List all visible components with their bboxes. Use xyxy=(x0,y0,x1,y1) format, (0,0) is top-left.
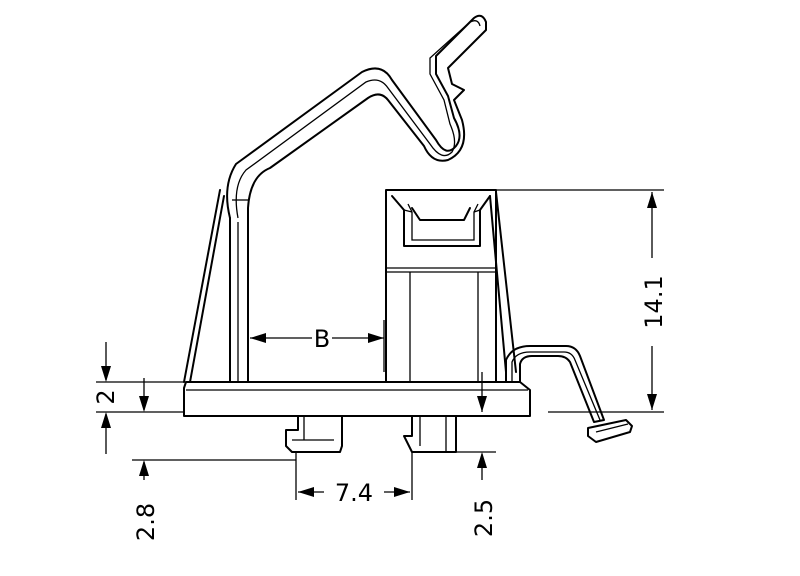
left-leg xyxy=(285,415,343,453)
dimension-b: B xyxy=(250,320,385,372)
spring-clip xyxy=(226,14,487,219)
dimension-right-leg: 2.5 xyxy=(456,372,498,537)
main-body xyxy=(183,189,517,383)
base-flange xyxy=(183,381,531,417)
clip-post xyxy=(229,217,249,383)
dim-label-leg-depth: 2.8 xyxy=(132,503,160,541)
right-leg xyxy=(403,415,457,453)
receptacle-tower xyxy=(385,189,497,383)
dim-label-right-leg: 2.5 xyxy=(470,499,498,537)
dim-label-b: B xyxy=(314,325,330,353)
side-latch xyxy=(505,345,633,443)
dim-label-height: 14.1 xyxy=(640,275,668,328)
dim-label-leg-spacing: 7.4 xyxy=(335,479,373,507)
dim-label-flange: 2 xyxy=(92,389,120,404)
dimension-leg-depth: 2.8 xyxy=(132,378,296,541)
dimension-leg-spacing: 7.4 xyxy=(295,452,413,507)
dimension-flange: 2 xyxy=(92,342,184,454)
dimension-height: 14.1 xyxy=(496,189,668,413)
